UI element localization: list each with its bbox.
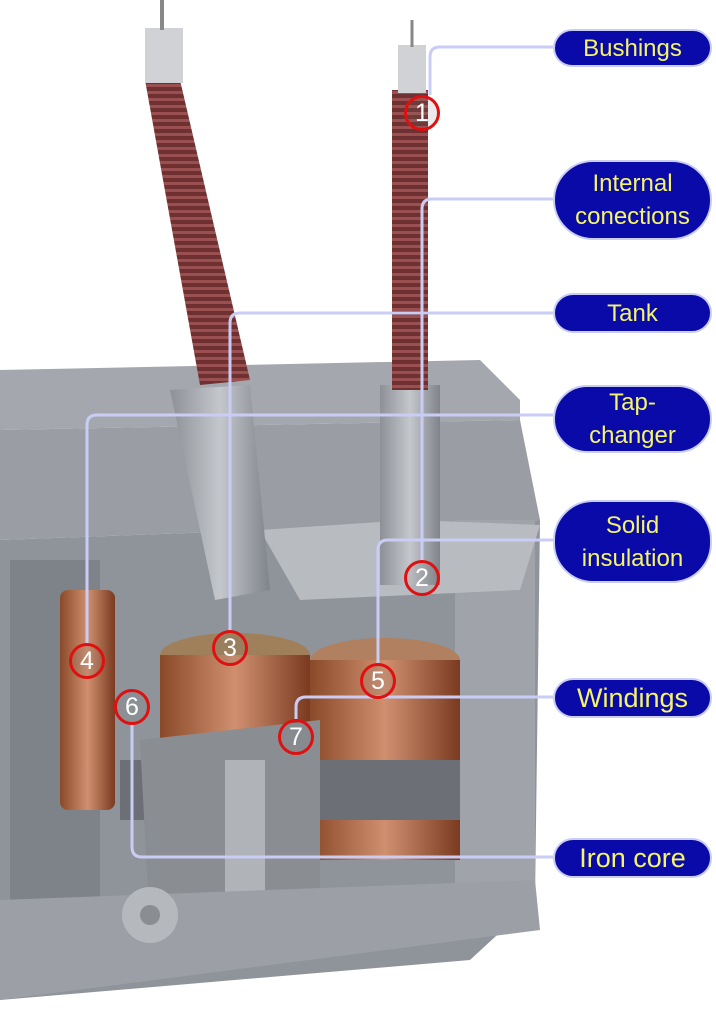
marker-1: 1 bbox=[404, 95, 440, 131]
label-bushings: Bushings bbox=[553, 29, 712, 67]
label-iron-core: Iron core bbox=[553, 838, 712, 878]
tap-changer bbox=[60, 590, 115, 810]
bushing-left bbox=[145, 0, 250, 385]
tank-cover bbox=[0, 360, 520, 430]
marker-2: 2 bbox=[404, 560, 440, 596]
label-internal-connections: Internal conections bbox=[553, 160, 712, 240]
label-windings: Windings bbox=[553, 678, 712, 718]
marker-4: 4 bbox=[69, 643, 105, 679]
label-solid-insulation: Solid insulation bbox=[553, 500, 712, 583]
marker-7: 7 bbox=[278, 719, 314, 755]
marker-3: 3 bbox=[212, 630, 248, 666]
leader-lines bbox=[85, 45, 553, 859]
marker-5: 5 bbox=[360, 663, 396, 699]
label-tap-changer: Tap-changer bbox=[553, 385, 712, 453]
marker-6: 6 bbox=[114, 689, 150, 725]
label-tank: Tank bbox=[553, 293, 712, 333]
